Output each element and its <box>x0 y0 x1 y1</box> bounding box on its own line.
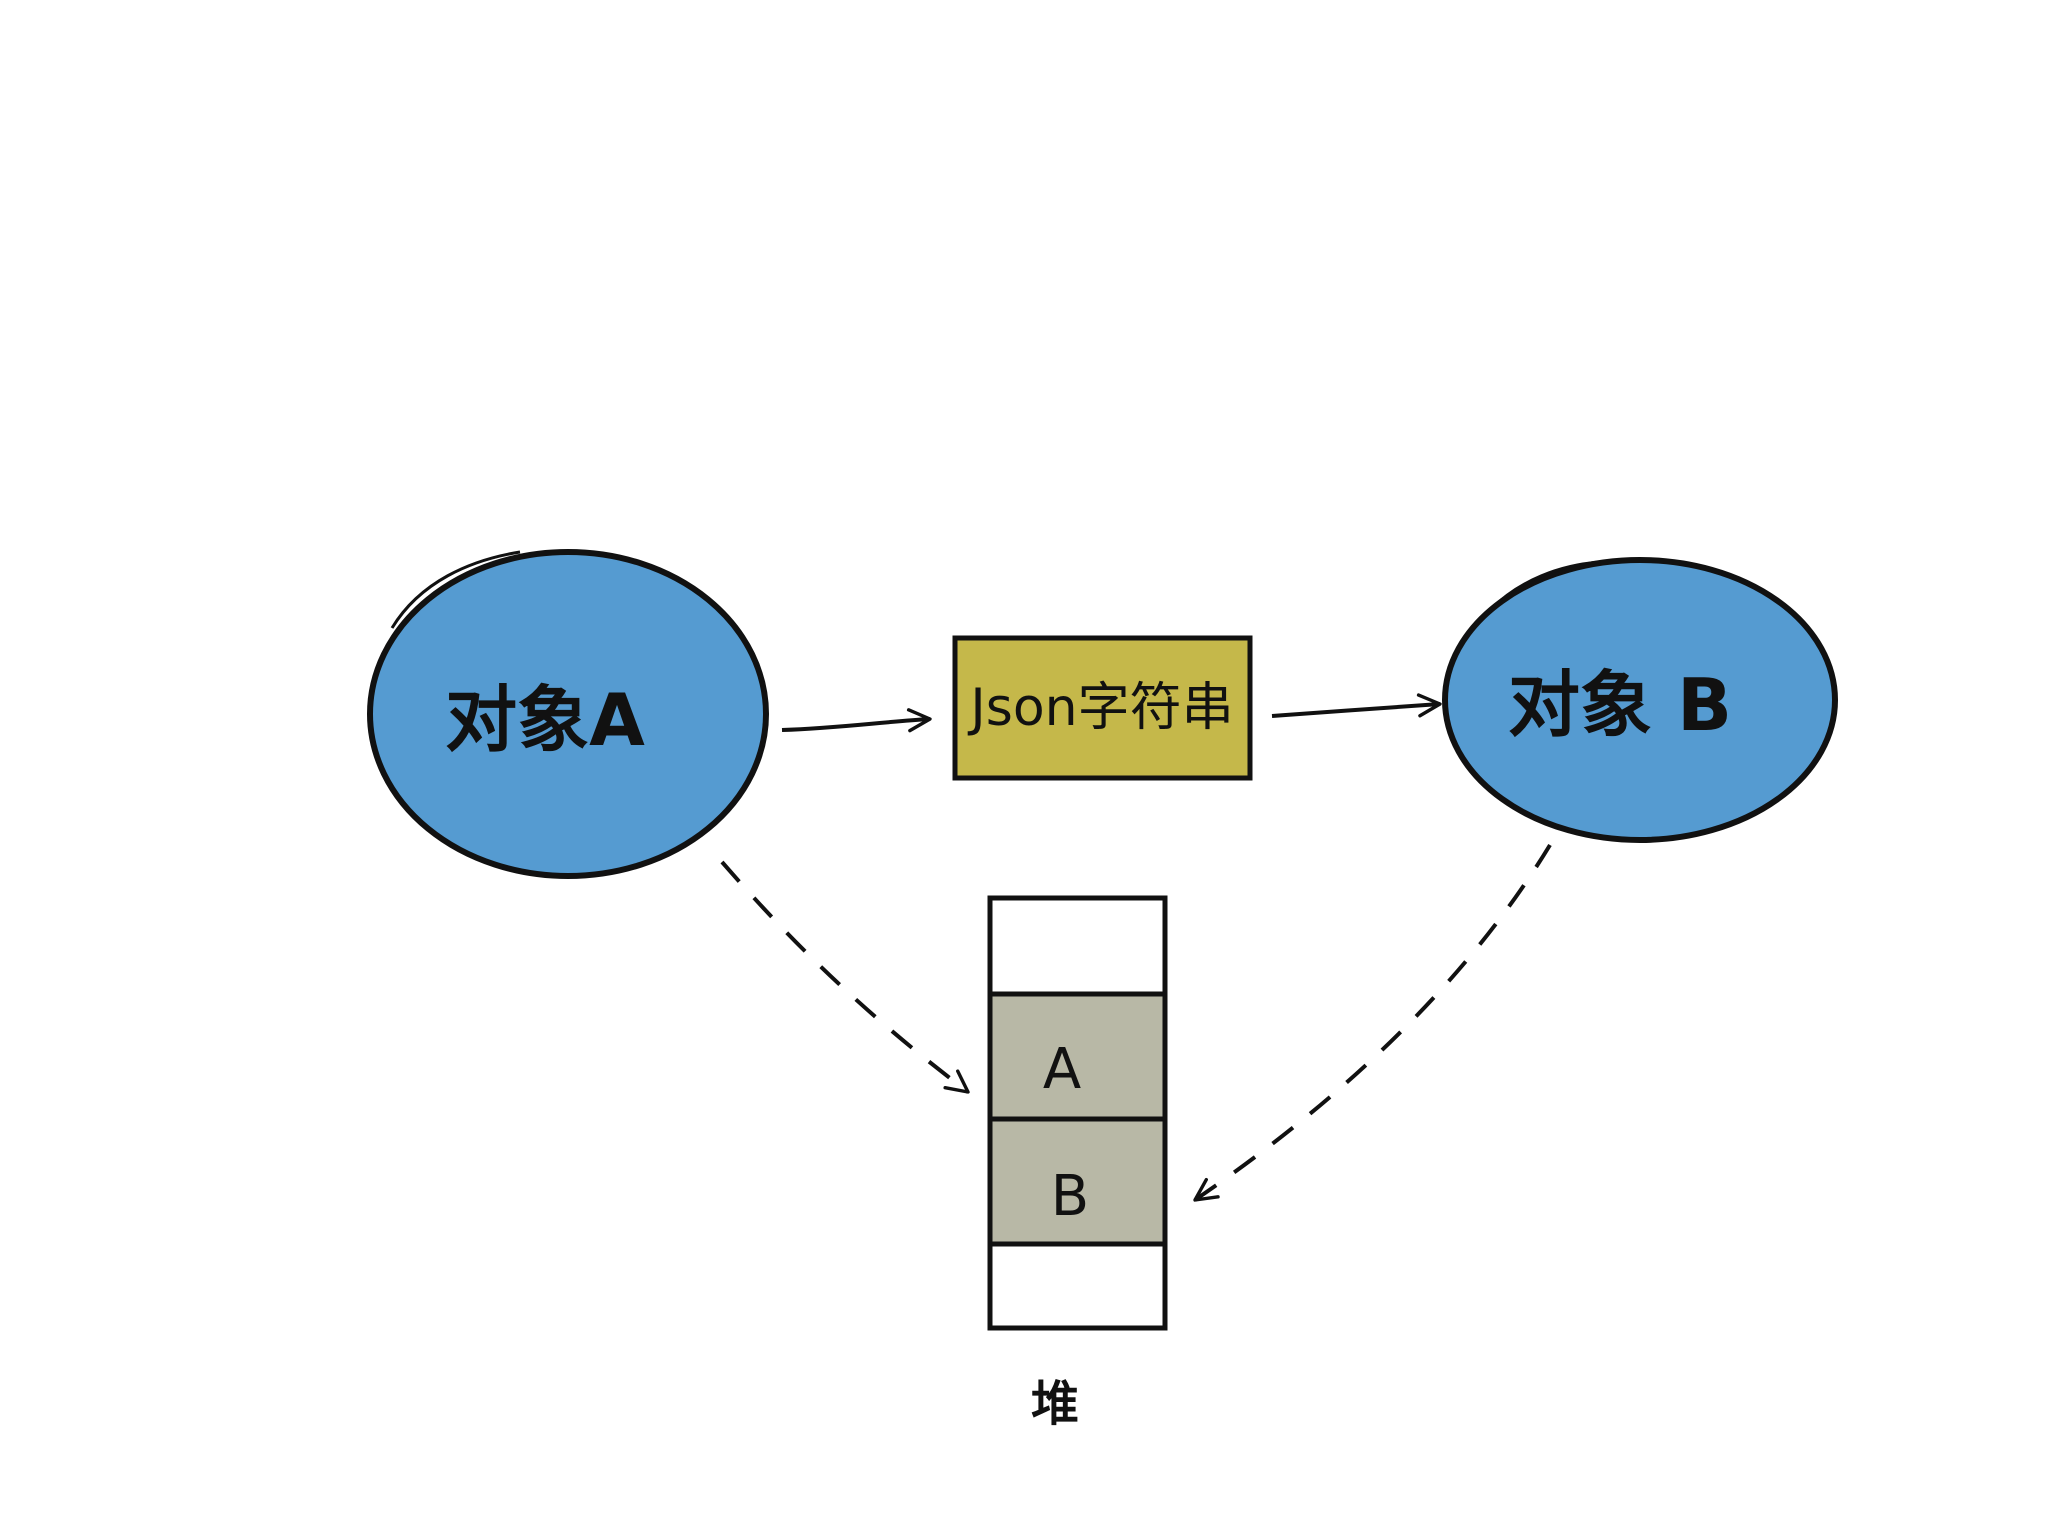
heap-cell-bottom <box>987 1241 1168 1331</box>
object-b-sketch-stroke <box>1488 560 1601 612</box>
json-string-label: Json字符串 <box>967 678 1233 738</box>
object-b-ellipse-shape <box>1442 557 1838 843</box>
json-string-node: Json字符串 <box>952 635 1253 781</box>
object-a-node: 对象A <box>367 549 769 879</box>
dashed-arrow-b-to-heap <box>1193 843 1552 1202</box>
heap-cell-label: A <box>1043 1037 1081 1102</box>
json-string-box <box>952 635 1253 781</box>
object-a-ellipse-shape <box>367 549 769 879</box>
dashed-arrow-a-to-heap <box>720 860 970 1094</box>
heap-label: 堆 <box>1031 1376 1079 1432</box>
heap-cell-b <box>987 1116 1168 1247</box>
arrow-a-to-json <box>781 708 932 733</box>
object-a-label: 对象A <box>445 678 645 762</box>
object-a-sketch-stroke <box>390 550 521 629</box>
object-b-node: 对象 B <box>1442 557 1838 843</box>
heap-column: A B 堆 <box>987 895 1168 1432</box>
object-b-label: 对象 B <box>1508 663 1732 747</box>
heap-cell-top <box>987 895 1168 997</box>
arrow-json-to-b <box>1271 693 1442 718</box>
heap-cell-label: B <box>1051 1164 1089 1229</box>
